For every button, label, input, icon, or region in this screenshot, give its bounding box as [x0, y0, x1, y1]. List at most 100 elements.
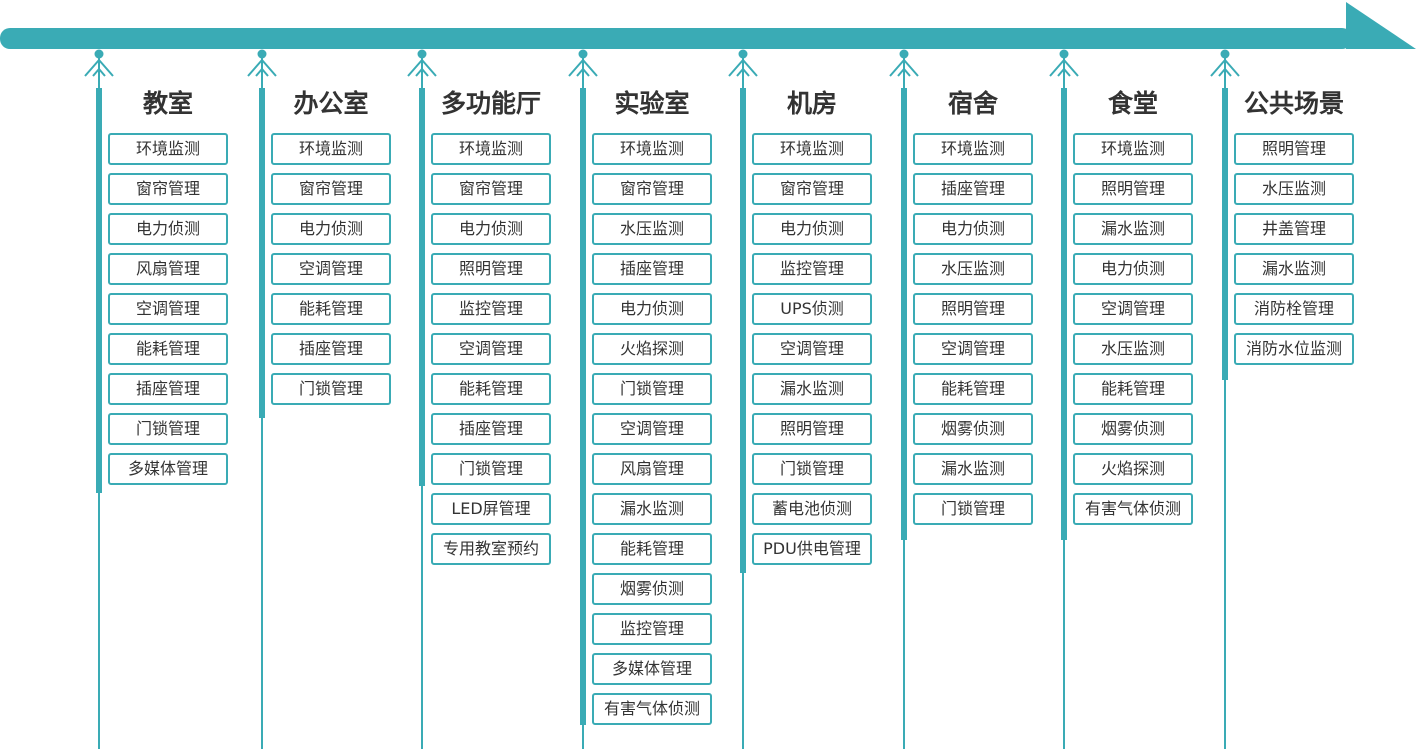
timeline-stem	[1224, 62, 1226, 749]
feature-item: 照明管理	[431, 253, 551, 285]
category-bar	[419, 88, 425, 486]
feature-item: 空调管理	[108, 293, 228, 325]
feature-item: 火焰探测	[592, 333, 712, 365]
feature-item: 门锁管理	[271, 373, 391, 405]
feature-item: 能耗管理	[913, 373, 1033, 405]
feature-item: 电力侦测	[431, 213, 551, 245]
feature-item: 环境监测	[271, 133, 391, 165]
timeline-arrow	[0, 2, 1416, 49]
category-bar	[259, 88, 265, 418]
feature-item: 风扇管理	[592, 453, 712, 485]
feature-item: LED屏管理	[431, 493, 551, 525]
category-bar	[1222, 88, 1228, 380]
feature-item: 井盖管理	[1234, 213, 1354, 245]
feature-list: 环境监测窗帘管理水压监测插座管理电力侦测火焰探测门锁管理空调管理风扇管理漏水监测…	[592, 133, 712, 733]
category-title: 实验室	[614, 89, 690, 118]
feature-item: 监控管理	[752, 253, 872, 285]
feature-item: 门锁管理	[431, 453, 551, 485]
feature-item: 空调管理	[592, 413, 712, 445]
feature-item: PDU供电管理	[752, 533, 872, 565]
feature-item: 环境监测	[1073, 133, 1193, 165]
feature-item: 消防栓管理	[1234, 293, 1354, 325]
category-bar	[580, 88, 586, 725]
feature-item: 电力侦测	[913, 213, 1033, 245]
feature-item: 烟雾侦测	[592, 573, 712, 605]
feature-item: 空调管理	[431, 333, 551, 365]
category-title: 办公室	[293, 89, 369, 118]
feature-item: 电力侦测	[108, 213, 228, 245]
feature-item: UPS侦测	[752, 293, 872, 325]
pin-marker-icon	[407, 49, 437, 80]
pin-marker-icon	[568, 49, 598, 80]
pin-marker-icon	[1210, 49, 1240, 80]
pin-marker-icon	[889, 49, 919, 80]
feature-item: 插座管理	[913, 173, 1033, 205]
feature-item: 烟雾侦测	[913, 413, 1033, 445]
category-column: 食堂环境监测照明管理漏水监测电力侦测空调管理水压监测能耗管理烟雾侦测火焰探测有害…	[1049, 0, 1221, 749]
category-column: 多功能厅环境监测窗帘管理电力侦测照明管理监控管理空调管理能耗管理插座管理门锁管理…	[407, 0, 579, 749]
feature-item: 窗帘管理	[271, 173, 391, 205]
feature-list: 环境监测插座管理电力侦测水压监测照明管理空调管理能耗管理烟雾侦测漏水监测门锁管理	[913, 133, 1033, 533]
feature-item: 照明管理	[752, 413, 872, 445]
feature-list: 照明管理水压监测井盖管理漏水监测消防栓管理消防水位监测	[1234, 133, 1354, 373]
category-column: 教室环境监测窗帘管理电力侦测风扇管理空调管理能耗管理插座管理门锁管理多媒体管理	[84, 0, 256, 749]
category-title: 教室	[142, 89, 193, 118]
feature-item: 漏水监测	[913, 453, 1033, 485]
feature-list: 环境监测窗帘管理电力侦测空调管理能耗管理插座管理门锁管理	[271, 133, 391, 413]
feature-item: 窗帘管理	[752, 173, 872, 205]
feature-item: 多媒体管理	[592, 653, 712, 685]
feature-item: 窗帘管理	[108, 173, 228, 205]
category-bar	[901, 88, 907, 540]
feature-item: 环境监测	[592, 133, 712, 165]
feature-item: 插座管理	[271, 333, 391, 365]
feature-item: 环境监测	[108, 133, 228, 165]
feature-item: 电力侦测	[592, 293, 712, 325]
feature-item: 有害气体侦测	[592, 693, 712, 725]
feature-item: 门锁管理	[592, 373, 712, 405]
category-title: 公共场景	[1243, 89, 1344, 118]
feature-item: 电力侦测	[752, 213, 872, 245]
feature-item: 照明管理	[1073, 173, 1193, 205]
feature-item: 空调管理	[1073, 293, 1193, 325]
category-column: 公共场景照明管理水压监测井盖管理漏水监测消防栓管理消防水位监测	[1210, 0, 1382, 749]
feature-item: 插座管理	[592, 253, 712, 285]
feature-item: 水压监测	[913, 253, 1033, 285]
feature-item: 能耗管理	[592, 533, 712, 565]
feature-item: 空调管理	[913, 333, 1033, 365]
feature-item: 水压监测	[1234, 173, 1354, 205]
feature-item: 火焰探测	[1073, 453, 1193, 485]
feature-item: 插座管理	[108, 373, 228, 405]
category-column: 办公室环境监测窗帘管理电力侦测空调管理能耗管理插座管理门锁管理	[247, 0, 419, 749]
feature-item: 能耗管理	[108, 333, 228, 365]
category-bar	[1061, 88, 1067, 540]
feature-list: 环境监测窗帘管理电力侦测风扇管理空调管理能耗管理插座管理门锁管理多媒体管理	[108, 133, 228, 493]
pin-marker-icon	[1049, 49, 1079, 80]
category-bar	[740, 88, 746, 573]
feature-item: 环境监测	[431, 133, 551, 165]
feature-item: 环境监测	[913, 133, 1033, 165]
category-title: 多功能厅	[440, 89, 541, 118]
feature-item: 漏水监测	[1234, 253, 1354, 285]
feature-item: 窗帘管理	[592, 173, 712, 205]
feature-item: 能耗管理	[1073, 373, 1193, 405]
pin-marker-icon	[84, 49, 114, 80]
feature-item: 多媒体管理	[108, 453, 228, 485]
category-bar	[96, 88, 102, 493]
category-title: 机房	[786, 89, 837, 118]
pin-marker-icon	[247, 49, 277, 80]
feature-item: 消防水位监测	[1234, 333, 1354, 365]
feature-item: 能耗管理	[271, 293, 391, 325]
feature-item: 漏水监测	[592, 493, 712, 525]
feature-item: 空调管理	[271, 253, 391, 285]
feature-item: 监控管理	[592, 613, 712, 645]
feature-item: 窗帘管理	[431, 173, 551, 205]
feature-item: 水压监测	[1073, 333, 1193, 365]
feature-item: 蓄电池侦测	[752, 493, 872, 525]
category-title: 食堂	[1107, 89, 1158, 118]
pin-marker-icon	[728, 49, 758, 80]
feature-item: 专用教室预约	[431, 533, 551, 565]
feature-item: 漏水监测	[1073, 213, 1193, 245]
feature-item: 门锁管理	[108, 413, 228, 445]
